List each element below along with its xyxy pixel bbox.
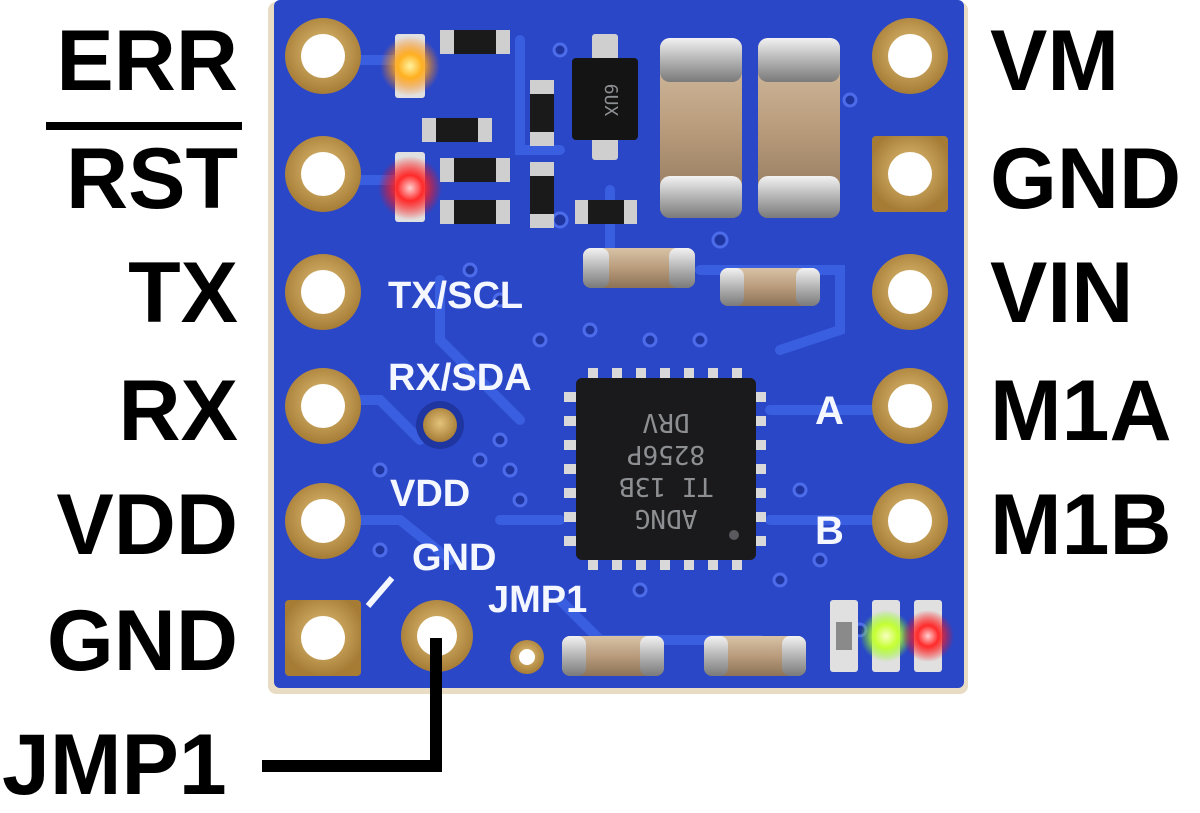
pad-m1a xyxy=(872,368,948,444)
silk-gnd: GND xyxy=(412,537,496,579)
small-ic: 6UX xyxy=(572,58,638,140)
pad-gnd-left xyxy=(285,600,361,676)
pad-vm xyxy=(872,18,948,94)
silk-vdd: VDD xyxy=(390,473,470,515)
bulk-capacitors xyxy=(660,38,840,218)
err-led-orange xyxy=(380,36,440,96)
pad-vin xyxy=(872,254,948,330)
smd-components xyxy=(422,30,820,676)
pin-label-err: ERR xyxy=(56,13,238,109)
right-pads xyxy=(872,18,948,559)
pin-label-jmp1: JMP1 xyxy=(2,717,227,813)
small-pad xyxy=(510,640,544,674)
pin-label-vm: VM xyxy=(990,13,1119,109)
silk-rx-sda: RX/SDA xyxy=(388,357,532,399)
silk-jumper-mark xyxy=(365,576,395,608)
pin-label-gnd-right: GND xyxy=(990,131,1182,227)
pin-label-vin: VIN xyxy=(990,245,1134,341)
silk-tx-scl: TX/SCL xyxy=(388,275,523,317)
pad-m1b xyxy=(872,483,948,559)
rst-led-red xyxy=(378,156,442,220)
pad-vdd xyxy=(285,483,361,559)
pin-label-m1a: M1A xyxy=(990,363,1172,459)
pin-label-vdd: VDD xyxy=(56,477,238,573)
status-leds-right xyxy=(830,600,954,672)
pin-label-tx: TX xyxy=(128,245,238,341)
pad-err xyxy=(285,18,361,94)
pad-rx xyxy=(285,368,361,444)
silk-b: B xyxy=(815,509,844,553)
small-ic-marking: 6UX xyxy=(600,84,621,117)
red-led xyxy=(902,610,954,662)
silk-a: A xyxy=(815,389,844,433)
chip-marking-line4: ADNG xyxy=(635,503,698,533)
silk-jmp1: JMP1 xyxy=(488,579,587,621)
pin-label-gnd-left: GND xyxy=(46,593,238,689)
chip-marking-line3: TI 13B xyxy=(619,471,713,501)
pad-rst xyxy=(285,136,361,212)
driver-ic: ADNG TI 13B 8256P DRV xyxy=(564,368,766,570)
pin-label-m1b: M1B xyxy=(990,477,1172,573)
jmp1-leader-horizontal xyxy=(262,760,442,772)
silkscreen: TX/SCL RX/SDA VDD GND JMP1 A B xyxy=(365,275,844,621)
status-leds-left xyxy=(378,34,442,222)
chip-marking-line2: 8256P xyxy=(627,439,705,469)
pad-tx xyxy=(285,254,361,330)
green-led xyxy=(860,610,912,662)
test-pad xyxy=(416,401,464,449)
jmp1-pad xyxy=(401,600,473,672)
pad-gnd-right xyxy=(872,136,948,212)
jmp1-leader-vertical xyxy=(430,638,442,772)
pin-label-rst: RST xyxy=(66,131,238,227)
left-pads xyxy=(285,18,361,676)
pin-label-rx: RX xyxy=(118,363,238,459)
rst-overline xyxy=(46,122,242,130)
chip-marking-line1: DRV xyxy=(643,407,690,437)
